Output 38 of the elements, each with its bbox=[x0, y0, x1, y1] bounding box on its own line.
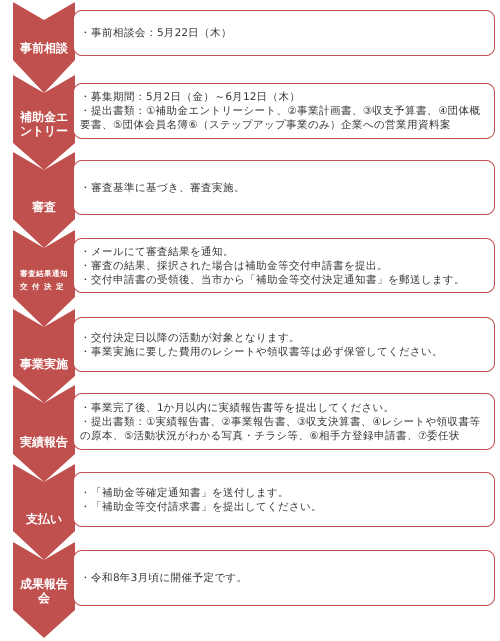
bullet-text: ・審査基準に基づき、審査実施。 bbox=[80, 180, 246, 194]
chevron-arrow bbox=[13, 376, 75, 403]
step-label: 事前相談 bbox=[19, 41, 69, 55]
detail-box bbox=[73, 83, 495, 139]
bullet-text: ・提出書類：①実績報告書、②事業報告書、③収支決算書、④レシートや領収書等の原本、⑤活動状況がわかる写真・チラシ等、⑥相手方登録申請書、⑦委任状 bbox=[80, 414, 482, 442]
bullet-text: ・令和8年3月頃に開催予定です。 bbox=[80, 571, 248, 585]
chevron-arrow bbox=[13, 297, 75, 327]
step-label: 支払い bbox=[25, 512, 63, 526]
step-band bbox=[13, 2, 75, 60]
bullet-text: ・事業完了後、1か月以内に実績報告書等を提出してください。 bbox=[80, 400, 396, 414]
detail-box bbox=[73, 160, 495, 215]
bullet-text: ・「補助金等確定通知書」を送付します。 bbox=[80, 486, 290, 500]
bullet-text: ・募集期間：5月2日（金）～6月12日（木） bbox=[80, 90, 302, 104]
chevron-arrow bbox=[13, 454, 75, 482]
chevron-arrow bbox=[13, 143, 75, 170]
bullet-text: ・提出書類：①補助金エントリーシート、②事業計画書、③収支予算書、④団体概要書、⑤団体会員名簿⑥（ステップアップ事業のみ）企業への営業用資料案 bbox=[80, 104, 482, 132]
detail-box bbox=[73, 10, 495, 56]
chevron-arrow bbox=[13, 531, 75, 560]
step-label: 実績報告 bbox=[19, 435, 69, 449]
bullet-text: ・事業実施に要した費用のレシートや領収書等は必ず保管してください。 bbox=[80, 344, 444, 358]
bullet-text: ・交付決定日以降の活動が対象となります。 bbox=[80, 330, 301, 344]
detail-box bbox=[73, 317, 495, 372]
bullet-text: ・「補助金等交付請求書」を提出してください。 bbox=[80, 500, 323, 514]
step-label: 審査 bbox=[31, 200, 57, 214]
detail-box bbox=[73, 238, 495, 293]
chevron-arrow bbox=[13, 60, 75, 93]
detail-box bbox=[73, 393, 495, 450]
bullet-text: ・事前相談会：5月22日（木） bbox=[80, 26, 234, 40]
bullet-text: ・メールにて審査結果を通知。 bbox=[80, 244, 235, 258]
detail-box bbox=[73, 472, 495, 527]
chevron-arrow bbox=[13, 219, 75, 248]
bullet-text: ・審査の結果、採択された場合は補助金等交付申請書を提出。 bbox=[80, 258, 389, 272]
detail-box bbox=[73, 550, 495, 606]
step-label: 事業実施 bbox=[19, 357, 69, 371]
bullet-text: ・交付申請書の受領後、当市から「補助金等交付決定通知書」を郵送します。 bbox=[80, 272, 466, 286]
step-label: 補助金エントリー bbox=[18, 110, 69, 138]
step-label: 成果報告会 bbox=[19, 577, 69, 605]
chevron-arrow bbox=[13, 610, 75, 638]
